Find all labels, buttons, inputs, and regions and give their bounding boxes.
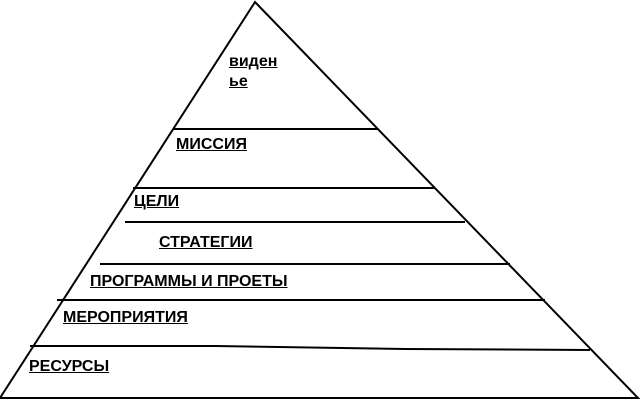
tier-label-strategies: СТРАТЕГИИ	[159, 234, 253, 251]
tier-label-resources: РЕСУРСЫ	[29, 358, 110, 375]
tier-label-programs: ПРОГРАММЫ И ПРОЕТЫ	[90, 273, 288, 290]
tier-label-goals: ЦЕЛИ	[134, 193, 180, 210]
tier-divider	[214, 345, 406, 350]
tier-divider	[404, 348, 591, 351]
tier-label-activities: МЕРОПРИЯТИЯ	[63, 309, 188, 326]
tier-label-vision: виден ье	[229, 53, 278, 90]
tier-label-mission: МИССИЯ	[176, 136, 247, 153]
